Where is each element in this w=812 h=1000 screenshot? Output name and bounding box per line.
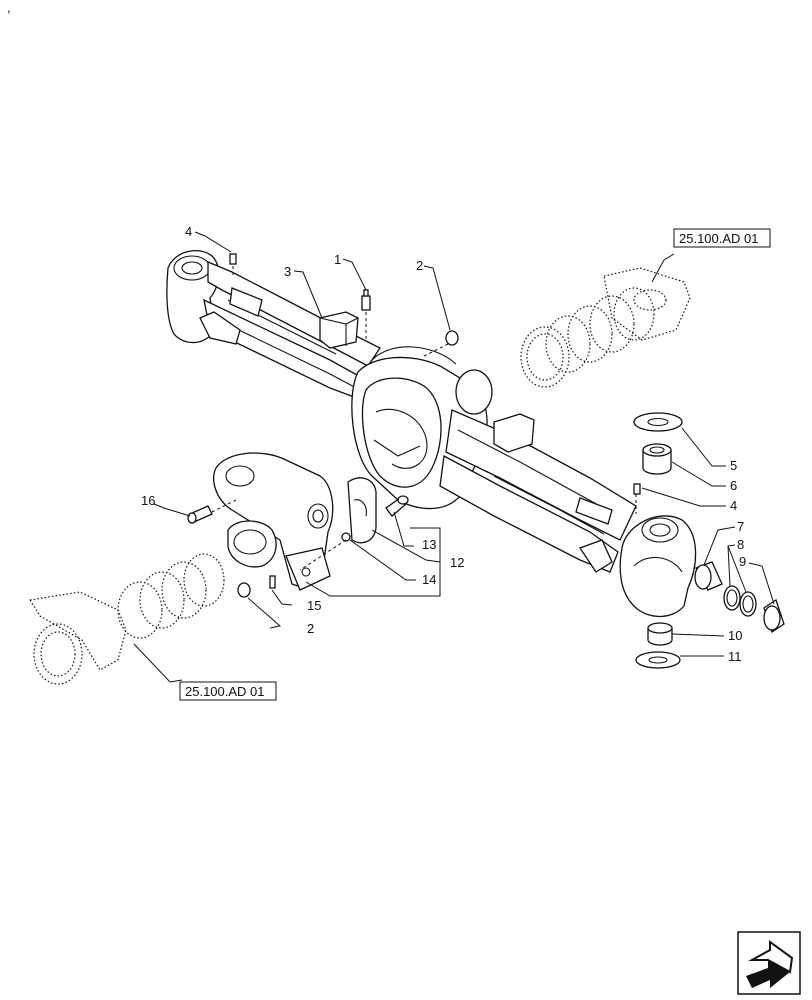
callout-2-top: 2 xyxy=(416,258,423,273)
callout-8: 8 xyxy=(737,537,744,552)
callout-12: 12 xyxy=(450,555,464,570)
callout-5: 5 xyxy=(730,458,737,473)
callout-4-top: 4 xyxy=(185,224,192,239)
callout-6: 6 xyxy=(730,478,737,493)
reference-box-top-right[interactable]: 25.100.AD 01 xyxy=(673,228,771,248)
bushing-item-6 xyxy=(642,443,672,475)
ring-item-9 xyxy=(763,598,785,634)
callout-labels: 1 2 3 4 5 6 4 7 8 9 10 11 12 13 14 15 16… xyxy=(141,224,746,664)
plug-item-2-top xyxy=(445,330,459,346)
bushing-item-7 xyxy=(694,561,723,591)
bolt-item-16 xyxy=(187,505,213,524)
callout-10: 10 xyxy=(728,628,742,643)
callout-3: 3 xyxy=(284,264,291,279)
support-bracket xyxy=(213,452,334,591)
phantom-assembly-bottom-left xyxy=(29,553,225,685)
callout-9: 9 xyxy=(739,554,746,569)
callout-16: 16 xyxy=(141,493,155,508)
axle-housing xyxy=(166,250,697,618)
reference-label-bottom-left: 25.100.AD 01 xyxy=(185,684,265,699)
grease-nipple-item-4-right xyxy=(633,483,641,495)
callout-4-right: 4 xyxy=(730,498,737,513)
callout-11: 11 xyxy=(728,649,742,664)
washer-item-5 xyxy=(633,412,683,432)
grease-nipple-item-1 xyxy=(361,289,371,311)
washer-item-11 xyxy=(635,651,681,669)
pin-item-15 xyxy=(269,575,276,589)
grease-nipple-item-4-top xyxy=(229,253,237,265)
bolt-item-13 xyxy=(385,495,409,517)
plug-item-2-bottom xyxy=(237,582,251,598)
next-page-arrow-icon[interactable] xyxy=(737,931,801,995)
callout-1: 1 xyxy=(334,252,341,267)
seal-ring-item-8a xyxy=(723,585,741,611)
callout-7: 7 xyxy=(737,519,744,534)
pin-item-14 xyxy=(341,532,351,542)
callout-13: 13 xyxy=(422,537,436,552)
callout-14: 14 xyxy=(422,572,436,587)
bushing-item-10 xyxy=(647,622,673,646)
reference-label-top-right: 25.100.AD 01 xyxy=(679,231,759,246)
callout-15: 15 xyxy=(307,598,321,613)
phantom-assembly-top-right xyxy=(520,267,691,388)
callout-2-bottom: 2 xyxy=(307,621,314,636)
reference-box-bottom-left[interactable]: 25.100.AD 01 xyxy=(179,681,277,701)
bracket-item-12 xyxy=(347,477,377,544)
corner-mark: , xyxy=(7,0,11,15)
seal-ring-item-8b xyxy=(739,591,757,617)
leader-lines xyxy=(133,231,775,683)
